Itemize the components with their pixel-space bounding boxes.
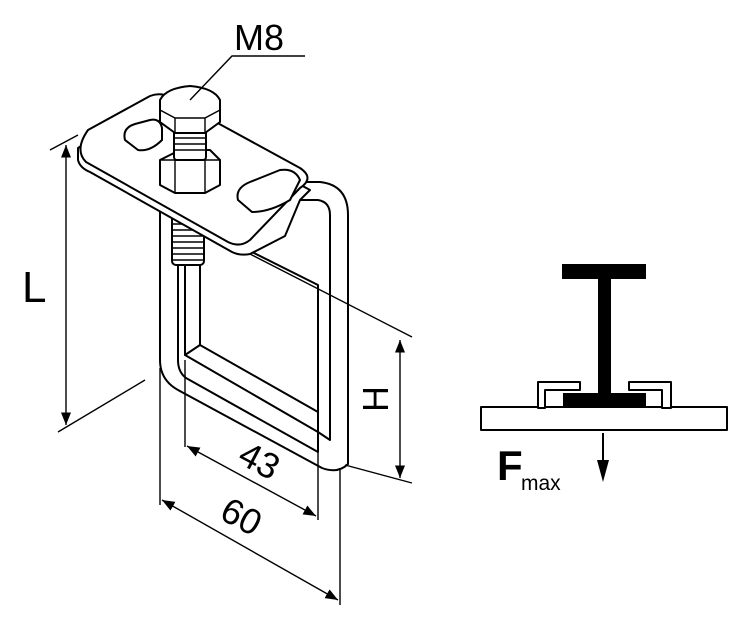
base-plate [480, 406, 728, 431]
length-label: L [22, 263, 46, 312]
beam-top-flange [562, 264, 646, 279]
force-arrow-icon [597, 460, 609, 482]
bolt [159, 85, 221, 194]
dimension-length: L [22, 134, 146, 433]
clamp-right [628, 381, 672, 409]
dimension-height: H [249, 253, 413, 484]
bolt-size-label: M8 [234, 17, 284, 58]
bolt-head [159, 85, 221, 134]
beam-bottom-flange [563, 393, 646, 408]
slot-left [123, 118, 163, 152]
bolt-callout: M8 [189, 17, 305, 101]
force-subscript: max [521, 472, 561, 495]
force-symbol: F [497, 442, 523, 489]
outer-width-label: 60 [214, 489, 269, 544]
beam-web [598, 278, 611, 395]
load-diagram: F max [480, 264, 728, 495]
height-label: H [355, 386, 396, 412]
clamp-left [537, 381, 581, 409]
slot-right [236, 168, 301, 213]
